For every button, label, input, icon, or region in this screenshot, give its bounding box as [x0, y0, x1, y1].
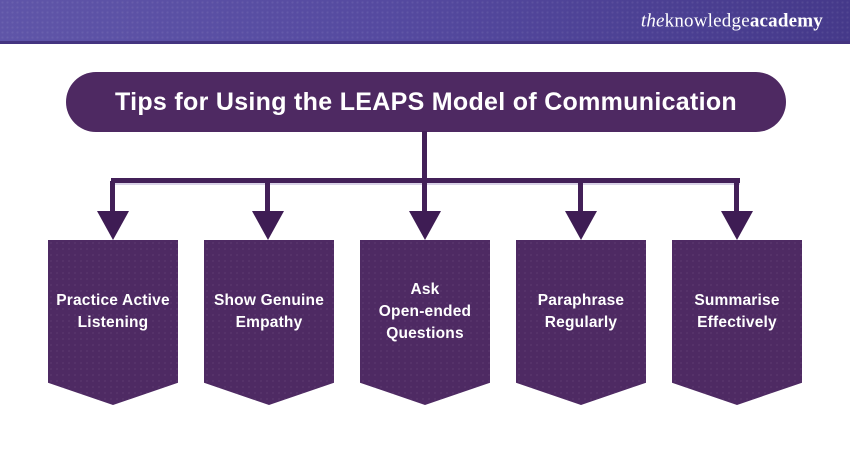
connector-drop-3 [422, 181, 427, 212]
tip-banner-practice-active-listening: Practice Active Listening [48, 240, 178, 405]
connector-drop-2 [265, 181, 270, 212]
down-arrowhead-icon-4 [565, 211, 597, 240]
brand-logo: theknowledgeacademy [641, 11, 823, 30]
tip-banner-ask-open-ended-questions: Ask Open-ended Questions [360, 240, 490, 405]
tip-banner-content: Paraphrase Regularly [516, 240, 646, 383]
tip-banner-content: Summarise Effectively [672, 240, 802, 383]
tip-label: Show Genuine Empathy [213, 291, 325, 331]
down-arrowhead-icon-3 [409, 211, 441, 240]
page-title: Tips for Using the LEAPS Model of Commun… [115, 87, 737, 116]
tip-label: Practice Active Listening [56, 291, 170, 331]
tip-banner-content: Show Genuine Empathy [204, 240, 334, 383]
tip-label: Paraphrase Regularly [537, 291, 625, 331]
logo-the: the [640, 10, 665, 31]
tip-label: Summarise Effectively [694, 291, 780, 331]
connector-stem [422, 131, 427, 181]
connector-drop-1 [110, 181, 115, 212]
connector-drop-5 [734, 181, 739, 212]
tip-label: Ask Open-ended Questions [378, 280, 472, 342]
tip-banner-content: Ask Open-ended Questions [360, 240, 490, 383]
down-arrowhead-icon-2 [252, 211, 284, 240]
tip-banner-show-genuine-empathy: Show Genuine Empathy [204, 240, 334, 405]
title-banner: Tips for Using the LEAPS Model of Commun… [66, 72, 786, 132]
down-arrowhead-icon-1 [97, 211, 129, 240]
logo-knowledge: knowledge [664, 10, 750, 31]
down-arrowhead-icon-5 [721, 211, 753, 240]
tip-banner-paraphrase-regularly: Paraphrase Regularly [516, 240, 646, 405]
tip-banner-row: Practice Active Listening Show Genuine E… [48, 240, 802, 405]
connector-drop-4 [578, 181, 583, 212]
tip-banner-content: Practice Active Listening [48, 240, 178, 383]
connector-crossbar [111, 178, 740, 183]
header-bar: theknowledgeacademy [0, 0, 850, 44]
logo-academy: academy [749, 10, 823, 31]
tip-banner-summarise-effectively: Summarise Effectively [672, 240, 802, 405]
